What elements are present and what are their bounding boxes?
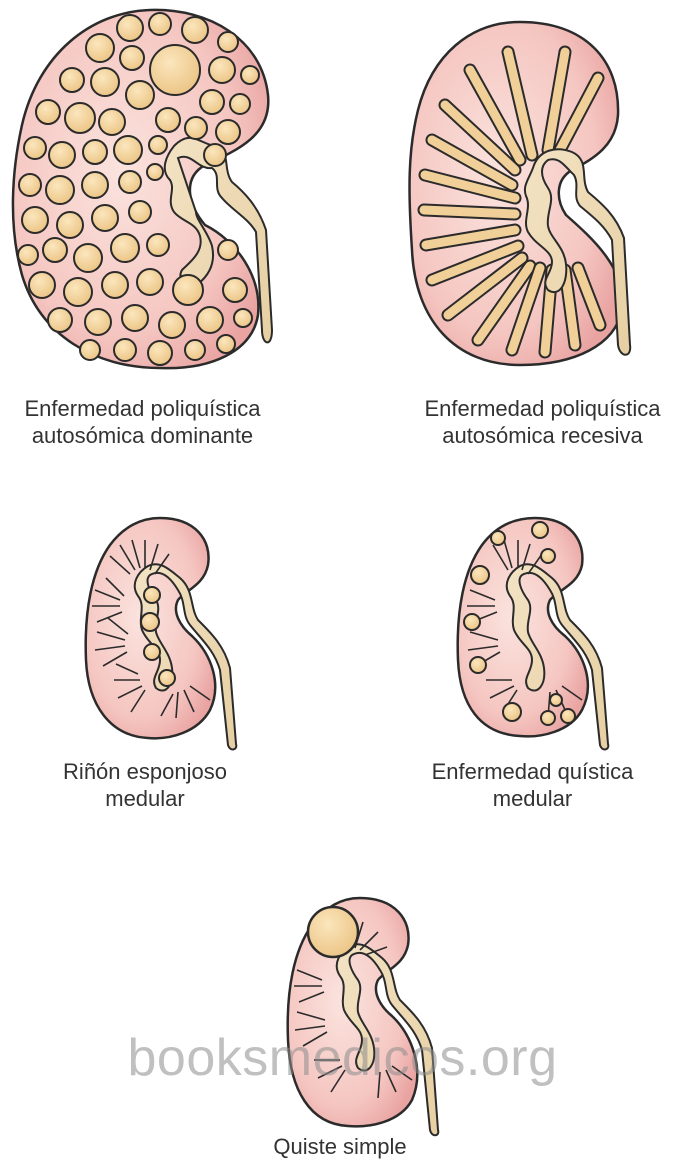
caption-line: Enfermedad poliquística: [5, 395, 280, 422]
caption-line: autosómica recesiva: [405, 422, 680, 449]
caption-line: Enfermedad quística: [395, 758, 670, 785]
simple-cyst: [308, 907, 358, 957]
kidney-simple-cyst: [288, 898, 439, 1135]
caption-line: Enfermedad poliquística: [405, 395, 680, 422]
caption-line: medular: [20, 785, 270, 812]
caption-line: medular: [395, 785, 670, 812]
caption-arpkd: Enfermedad poliquística autosómica reces…: [405, 395, 680, 449]
caption-line: Quiste simple: [230, 1133, 450, 1160]
caption-line: Riñón esponjoso: [20, 758, 270, 785]
caption-line: autosómica dominante: [5, 422, 280, 449]
caption-adpkd: Enfermedad poliquística autosómica domin…: [5, 395, 280, 449]
kidney-msk: [86, 518, 237, 749]
kidney-mcd: [458, 518, 609, 749]
kidney-adpkd: [13, 10, 272, 368]
caption-simple: Quiste simple: [230, 1133, 450, 1160]
caption-mcd: Enfermedad quística medular: [395, 758, 670, 812]
caption-msk: Riñón esponjoso medular: [20, 758, 270, 812]
kidney-arpkd: [410, 22, 631, 365]
